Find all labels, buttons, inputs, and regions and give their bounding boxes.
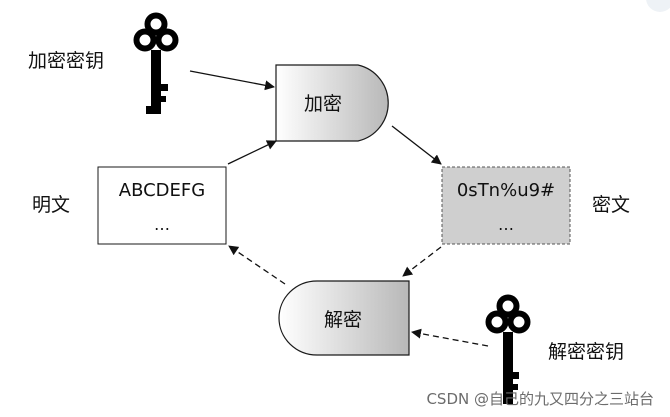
- plaintext-label: 明文: [32, 194, 70, 216]
- plaintext-value: ABCDEFG: [119, 180, 205, 201]
- decrypt-gate-label: 解密: [324, 309, 362, 331]
- ciphertext-ellipsis: …: [498, 215, 514, 234]
- arrow-key-to-decrypt: [411, 328, 489, 347]
- arrow-ciphertext-to-decrypt: [402, 246, 442, 277]
- arrow-encrypt-to-ciphertext: [391, 125, 442, 165]
- encrypt-gate-label: 加密: [304, 93, 342, 115]
- plaintext-box: [97, 166, 227, 245]
- watermark: CSDN @自己的九又四分之三站台: [426, 390, 654, 408]
- encrypt-gate: [275, 64, 389, 142]
- key-icon: [485, 294, 531, 404]
- arrow-plaintext-to-encrypt: [227, 140, 277, 165]
- corner-icon: [646, 0, 670, 12]
- decrypt-gate: [278, 280, 410, 356]
- ciphertext-value: 0sTn%u9#: [457, 180, 555, 201]
- ciphertext-label: 密文: [592, 194, 630, 216]
- arrow-key-to-encrypt: [189, 70, 275, 91]
- key-icon: [133, 12, 179, 114]
- encrypt-key-label: 加密密钥: [28, 50, 104, 72]
- ciphertext-box: [441, 166, 571, 245]
- plaintext-ellipsis: …: [154, 215, 170, 234]
- decrypt-key-label: 解密密钥: [548, 341, 624, 363]
- arrow-decrypt-to-plaintext: [228, 245, 286, 285]
